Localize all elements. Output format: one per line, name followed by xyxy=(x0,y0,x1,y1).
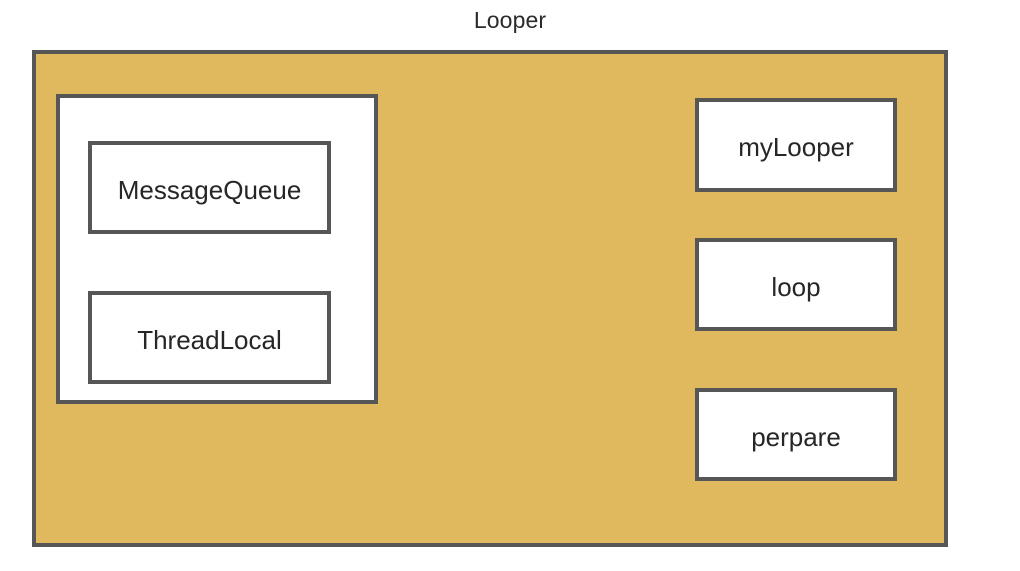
node-perpare[interactable]: perpare xyxy=(695,388,897,481)
diagram-title: Looper xyxy=(473,7,547,33)
node-perpare-label: perpare xyxy=(751,421,841,452)
node-threadlocal-label: ThreadLocal xyxy=(137,324,282,355)
node-loop[interactable]: loop xyxy=(695,238,897,331)
node-loop-label: loop xyxy=(771,271,821,302)
node-messagequeue[interactable]: MessageQueue xyxy=(88,141,331,234)
node-mylooper[interactable]: myLooper xyxy=(695,98,897,192)
node-mylooper-label: myLooper xyxy=(738,131,854,162)
node-messagequeue-label: MessageQueue xyxy=(117,174,302,205)
node-threadlocal[interactable]: ThreadLocal xyxy=(88,291,331,384)
